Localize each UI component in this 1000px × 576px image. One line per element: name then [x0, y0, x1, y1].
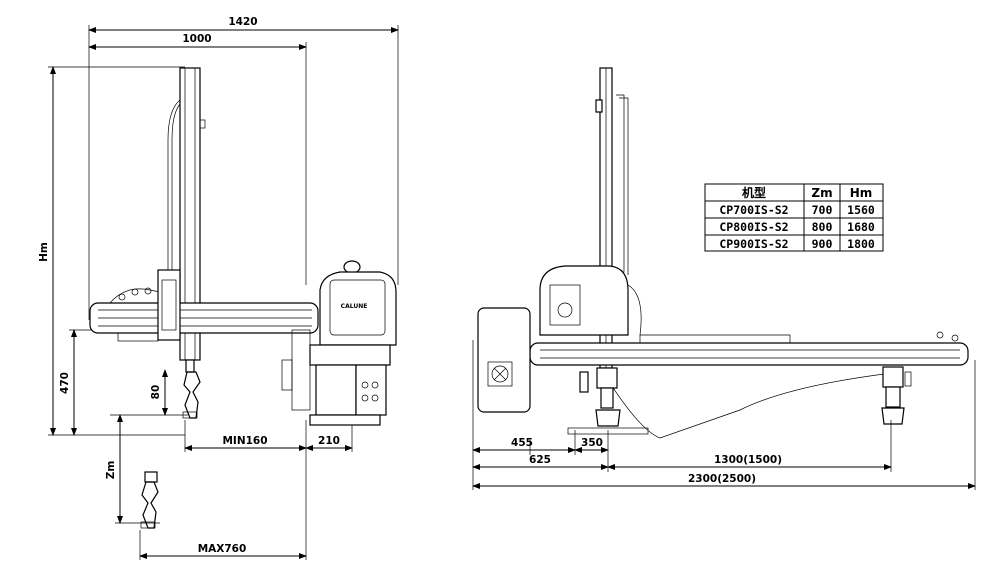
horizontal-beam [89, 287, 319, 342]
dim-2300-label: 2300(2500) [688, 473, 756, 485]
table-cell: 900 [812, 237, 833, 251]
table-header-hm: Hm [850, 186, 873, 200]
dim-470-label: 470 [59, 372, 71, 394]
traverse-beam-side [529, 331, 969, 439]
dim-min160-label: MIN160 [222, 435, 267, 447]
table-cell: CP700IS-S2 [719, 203, 788, 217]
dim-1300-label: 1300(1500) [714, 454, 782, 466]
control-unit-left: CALUNE [281, 260, 397, 426]
table-cell: 1800 [847, 237, 875, 251]
dim-hm-label: Hm [38, 242, 50, 262]
spec-table: 机型 Zm Hm CP700IS-S2 700 1560 CP800IS-S2 … [704, 183, 884, 252]
table-cell: 1560 [847, 203, 875, 217]
dim-max760-label: MAX760 [198, 543, 247, 555]
table-cell: CP900IS-S2 [719, 237, 788, 251]
dim-zm-label: Zm [105, 461, 117, 480]
dim-350-label: 350 [581, 437, 603, 449]
left-elevation-view: 1420 1000 Hm 470 80 Zm MIN160 210 MAX760 [38, 16, 399, 560]
dim-210-label: 210 [318, 435, 340, 447]
table-cell: 1680 [847, 220, 875, 234]
servo-head-side [539, 265, 642, 336]
table-header-model: 机型 [742, 185, 766, 200]
right-side-view: 455 350 625 1300(1500) 2300(2500) [472, 67, 976, 490]
dim-625-label: 625 [529, 454, 551, 466]
gripper-lower [140, 471, 159, 529]
table-cell: CP800IS-S2 [719, 220, 788, 234]
gripper-side-right [881, 366, 912, 425]
gripper-side-left [567, 367, 649, 435]
table-cell: 800 [812, 220, 833, 234]
mast-carriage [157, 269, 181, 341]
table-header-zm: Zm [811, 186, 832, 200]
dim-455-label: 455 [511, 437, 533, 449]
control-cabinet-side [477, 307, 531, 413]
dim-1000-label: 1000 [182, 33, 211, 45]
dim-1420-label: 1420 [228, 16, 257, 28]
table-cell: 700 [812, 203, 833, 217]
brand-label: CALUNE [341, 303, 368, 310]
gripper-upper [182, 359, 201, 419]
dim-80-label: 80 [150, 385, 162, 400]
